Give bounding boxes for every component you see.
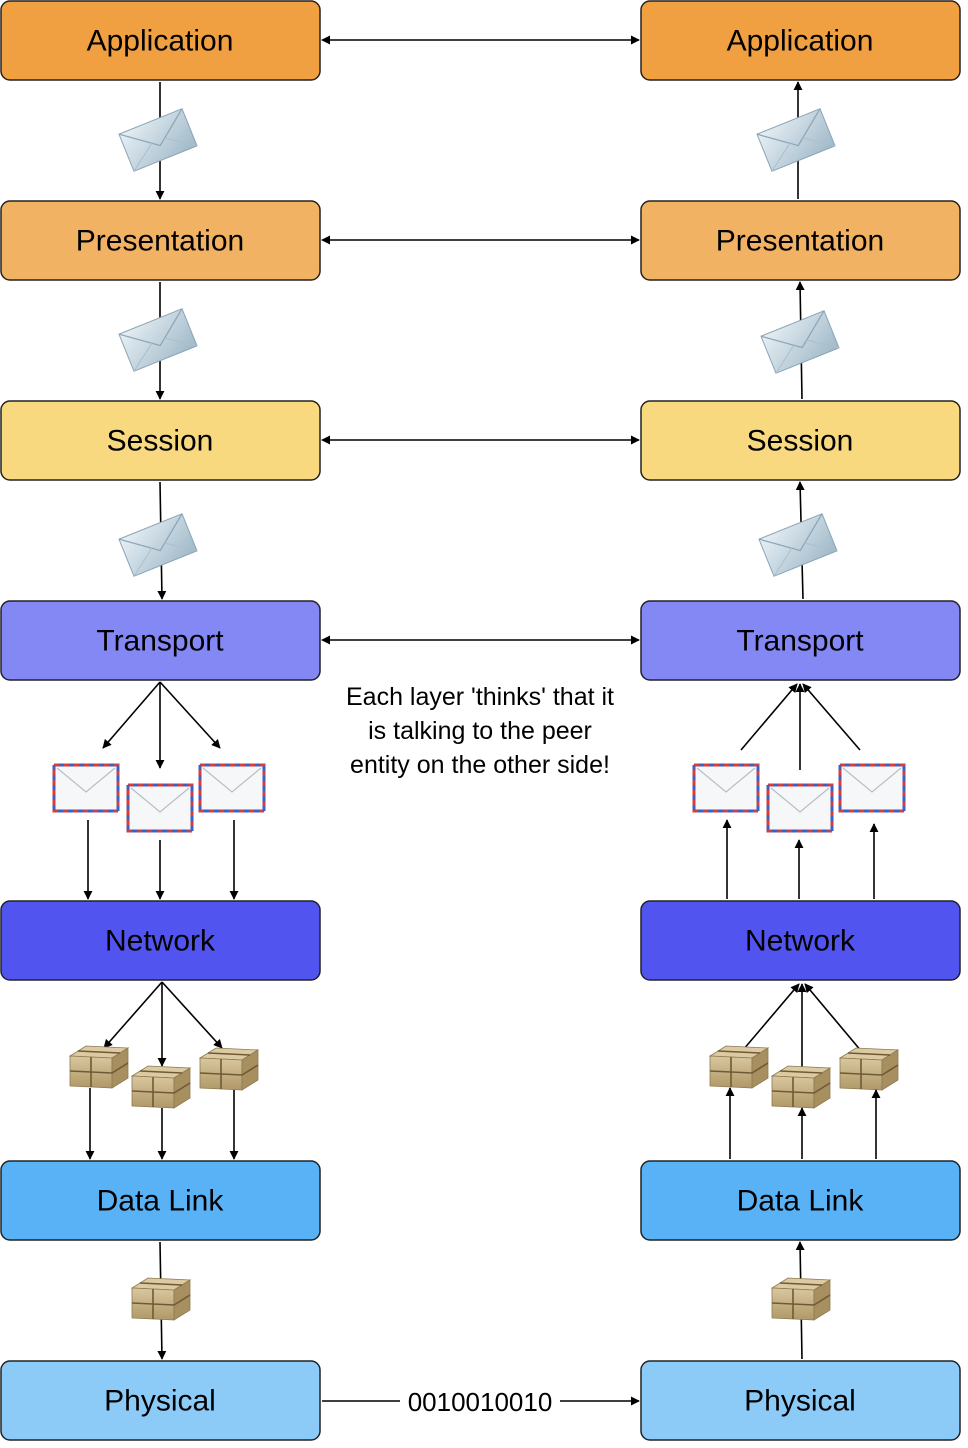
- airmail-envelope-icon: [126, 783, 194, 833]
- left-split-arrow: [102, 681, 161, 749]
- presentation-box[interactable]: [0, 200, 321, 281]
- parcel-icon: [709, 1045, 769, 1089]
- right-presentation-layer[interactable]: Presentation: [640, 200, 961, 281]
- parcel-icon: [771, 1277, 831, 1321]
- right-transport-layer[interactable]: Transport: [640, 600, 961, 681]
- airmail-envelope-icon: [766, 783, 834, 833]
- left-data-link-layer[interactable]: Data Link: [0, 1160, 321, 1241]
- left-physical-layer[interactable]: Physical: [0, 1360, 321, 1441]
- left-transport-label: Transport: [96, 625, 224, 658]
- network-box[interactable]: [0, 900, 321, 981]
- note-line-1: Each layer 'thinks' that it: [346, 683, 614, 711]
- session-box[interactable]: [0, 400, 321, 481]
- parcel-icon: [131, 1277, 191, 1321]
- right-application-layer[interactable]: Application: [640, 0, 961, 81]
- envelope-icon: [118, 308, 198, 372]
- network-box[interactable]: [640, 900, 961, 981]
- left-physical-label: Physical: [104, 1385, 216, 1418]
- right-physical-label: Physical: [744, 1385, 856, 1418]
- envelope-icon: [760, 310, 840, 374]
- transport-box[interactable]: [0, 600, 321, 681]
- envelope-icon: [756, 108, 836, 172]
- peer-note: Each layer 'thinks' that it is talking t…: [346, 683, 614, 779]
- right-session-label: Session: [747, 425, 854, 458]
- presentation-box[interactable]: [640, 200, 961, 281]
- right-presentation-label: Presentation: [716, 225, 884, 258]
- parcel-icon: [771, 1065, 831, 1109]
- envelope-icon: [758, 513, 838, 577]
- right-application-label: Application: [727, 25, 874, 58]
- data-link-box[interactable]: [640, 1160, 961, 1241]
- physical-box[interactable]: [640, 1360, 961, 1441]
- peer-connectors: 0010010010: [321, 35, 640, 1417]
- envelope-icon: [118, 513, 198, 577]
- left-session-layer[interactable]: Session: [0, 400, 321, 481]
- right-merge-arrow: [740, 683, 798, 751]
- session-box[interactable]: [640, 400, 961, 481]
- parcel-icon: [69, 1045, 129, 1089]
- right-packet-merge-arrow: [742, 983, 800, 1051]
- right-transport-label: Transport: [736, 625, 864, 658]
- right-data-link-label: Data Link: [737, 1185, 865, 1218]
- right-packet-merge-arrow: [804, 983, 863, 1053]
- airmail-envelope-icon: [692, 763, 760, 813]
- airmail-envelope-icon: [198, 763, 266, 813]
- left-packet-split-arrow: [161, 981, 223, 1049]
- application-box[interactable]: [640, 0, 961, 81]
- note-line-2: is talking to the peer: [368, 717, 592, 745]
- note-line-3: entity on the other side!: [350, 751, 610, 779]
- parcel-icon: [131, 1065, 191, 1109]
- left-transport-layer[interactable]: Transport: [0, 600, 321, 681]
- left-data-link-label: Data Link: [97, 1185, 225, 1218]
- left-application-layer[interactable]: Application: [0, 0, 321, 81]
- data-link-box[interactable]: [0, 1160, 321, 1241]
- bit-string-label: 0010010010: [408, 1387, 553, 1417]
- right-flow: [692, 81, 906, 1360]
- right-physical-layer[interactable]: Physical: [640, 1360, 961, 1441]
- left-network-layer[interactable]: Network: [0, 900, 321, 981]
- left-presentation-layer[interactable]: Presentation: [0, 200, 321, 281]
- left-session-label: Session: [107, 425, 214, 458]
- airmail-envelope-icon: [838, 763, 906, 813]
- left-split-arrow: [159, 681, 221, 749]
- right-network-label: Network: [745, 925, 856, 958]
- left-network-label: Network: [105, 925, 216, 958]
- right-merge-arrow: [802, 683, 861, 751]
- parcel-icon: [839, 1047, 899, 1091]
- left-application-label: Application: [87, 25, 234, 58]
- left-stack: Application Presentation Session Transpo…: [0, 0, 321, 1441]
- left-flow: [52, 82, 266, 1360]
- right-network-layer[interactable]: Network: [640, 900, 961, 981]
- transport-box[interactable]: [640, 600, 961, 681]
- envelope-icon: [118, 108, 198, 172]
- right-session-layer[interactable]: Session: [640, 400, 961, 481]
- application-box[interactable]: [0, 0, 321, 81]
- physical-box[interactable]: [0, 1360, 321, 1441]
- left-presentation-label: Presentation: [76, 225, 244, 258]
- parcel-icon: [199, 1047, 259, 1091]
- left-packet-split-arrow: [103, 981, 163, 1049]
- airmail-envelope-icon: [52, 763, 120, 813]
- right-data-link-layer[interactable]: Data Link: [640, 1160, 961, 1241]
- right-stack: Application Presentation Session Transpo…: [640, 0, 961, 1441]
